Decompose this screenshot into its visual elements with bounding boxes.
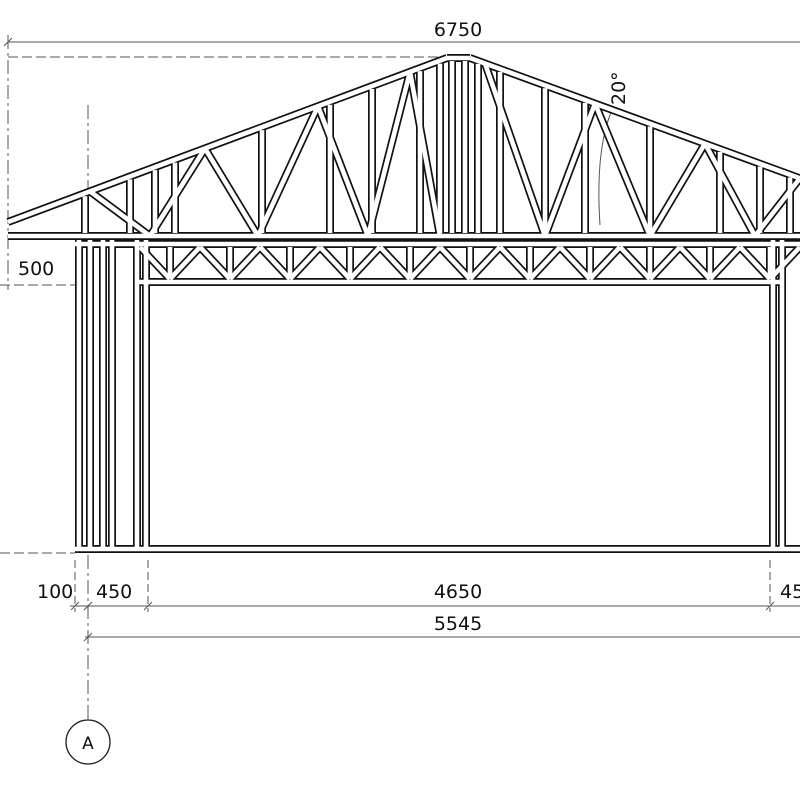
floor-truss-diagonal	[168, 245, 202, 281]
floor-truss-diagonal	[258, 245, 292, 281]
floor-truss-diagonal	[378, 245, 412, 281]
dim-5545: 5545	[434, 613, 482, 635]
dim-overall-width: 6750	[434, 19, 482, 41]
roof-top-chord-left	[7, 55, 448, 225]
floor-truss-diagonal	[228, 245, 262, 281]
roof-web-diagonal	[542, 102, 598, 237]
roof-pitch-label: 20°	[608, 71, 630, 105]
roof-top-chord-right	[469, 55, 800, 181]
floor-truss-diagonal	[198, 245, 232, 281]
roof-web-diagonal	[365, 71, 413, 237]
dim-ticks	[3, 37, 775, 642]
floor-truss-diagonal	[678, 245, 712, 281]
roof-web-diagonal	[255, 105, 321, 237]
roof-web-diagonal	[148, 147, 207, 238]
floor-truss-diagonal	[738, 245, 772, 281]
dim-4650: 4650	[434, 581, 482, 603]
roof-web-diagonal	[753, 176, 800, 238]
floor-truss-diagonal	[438, 245, 472, 281]
roof-web-diagonal	[407, 71, 443, 237]
roof-web-diagonal	[702, 142, 758, 238]
floor-truss-diagonal	[498, 245, 532, 281]
roof-web-diagonal	[203, 147, 260, 238]
pitch-arc	[598, 109, 613, 226]
dim-450-right: 450	[780, 581, 800, 603]
floor-truss-diagonal	[588, 245, 622, 281]
floor-truss-diagonal	[528, 245, 562, 281]
dimension-lines	[0, 35, 800, 765]
floor-truss-diagonal	[408, 245, 442, 281]
dim-100: 100	[37, 581, 73, 603]
floor-truss-diagonal	[348, 245, 382, 281]
floor-truss-diagonal	[708, 245, 742, 281]
floor-truss-diagonal	[558, 245, 592, 281]
roof-web-diagonal	[592, 102, 653, 237]
dim-eave-height: 500	[18, 258, 54, 280]
floor-truss-diagonal	[468, 245, 502, 281]
floor-truss-diagonal	[648, 245, 682, 281]
floor-truss-diagonal	[318, 245, 352, 281]
truss-members	[6, 54, 800, 553]
roof-web-diagonal	[88, 189, 152, 238]
roof-web-diagonal	[648, 142, 707, 238]
floor-truss-diagonal	[288, 245, 322, 281]
grid-label: A	[82, 734, 94, 754]
roof-web-diagonal	[482, 62, 548, 237]
truss-member-fill	[7, 55, 800, 552]
roof-web-diagonal	[315, 105, 371, 237]
grid-bubble	[65, 719, 111, 765]
floor-truss-diagonal	[618, 245, 652, 281]
dim-450-left: 450	[96, 581, 132, 603]
